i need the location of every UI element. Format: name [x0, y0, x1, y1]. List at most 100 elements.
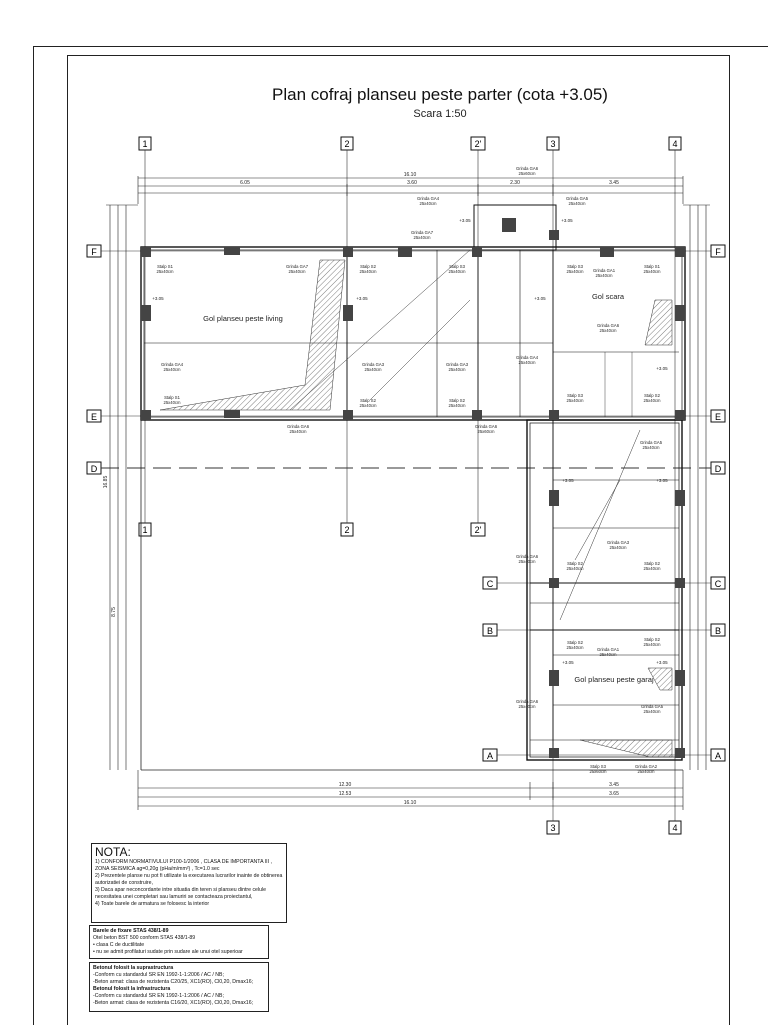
tag: Grinda GA3	[446, 362, 469, 367]
tag: 25x40cm	[414, 235, 432, 240]
concrete-heading: Betonul folosit la suprastructura	[93, 965, 174, 971]
tag: 25x60cm	[478, 429, 496, 434]
tag: Grinda GA5	[566, 196, 589, 201]
column	[224, 247, 240, 255]
column	[600, 247, 614, 257]
tag: 25x40cm	[567, 645, 585, 650]
axis-markers-mid: 1 2 2'	[138, 522, 486, 537]
dim-left-lower: 8.75	[111, 607, 117, 617]
column	[549, 670, 559, 686]
axis-label: 1	[142, 525, 147, 535]
tag: 25x40cm	[596, 273, 614, 278]
axis-label: F	[91, 247, 97, 257]
tag: Stalp S2	[449, 398, 466, 403]
axis-label: 2	[344, 525, 349, 535]
column	[398, 247, 412, 257]
tag: Grinda GA3	[362, 362, 385, 367]
tag: Stalp S1	[164, 395, 181, 400]
axis-markers-bottom: 3 4	[546, 820, 682, 835]
column	[472, 410, 482, 420]
dim-bottom: 12.53	[339, 791, 352, 797]
nota-box: NOTA: 1) CONFORM NORMATIVULUI P100-1/200…	[91, 843, 287, 923]
tag: 25x40cm	[157, 269, 175, 274]
steel-heading: Barele de fixare STAS 438/1-89	[93, 928, 169, 934]
concrete-line: -Beton armat: clasa de rezistenta C20/25…	[93, 979, 254, 985]
dim-left-total: 16.85	[103, 476, 109, 489]
tag: Stalp S3	[567, 393, 584, 398]
columns	[141, 218, 685, 758]
elevation: +3.05	[656, 366, 668, 371]
column	[675, 410, 685, 420]
nota-line: 4) Toate barele de armatura se folosesc …	[95, 901, 210, 907]
tag: Stalp S3	[567, 264, 584, 269]
tag: 25x40cm	[519, 360, 537, 365]
tag: 25x40cm	[644, 709, 662, 714]
dim-span: 2.30	[510, 180, 520, 186]
tag: Grinda GA3	[607, 540, 630, 545]
tag: 25x40cm	[289, 269, 307, 274]
tag: 25x40cm	[449, 403, 467, 408]
tag: 25x40cm	[164, 367, 182, 372]
tag: Grinda GA1	[597, 647, 620, 652]
tag: Grinda GA6	[516, 699, 539, 704]
tag: Grinda GA6	[516, 166, 539, 171]
axis-label: 2	[344, 139, 349, 149]
tag: Grinda GA5	[641, 704, 664, 709]
axis-label: B	[715, 626, 721, 636]
dim-span: 3.60	[407, 180, 417, 186]
axis-label: C	[715, 579, 722, 589]
axis-markers-inner: C B A	[482, 576, 498, 762]
column	[549, 230, 559, 240]
tag: 25x40cm	[644, 642, 662, 647]
elevation: +3.05	[656, 660, 668, 665]
tag: Grinda GA7	[286, 264, 309, 269]
column	[141, 247, 151, 257]
axis-markers-left: F E D	[86, 244, 102, 475]
column	[549, 490, 559, 506]
column	[675, 247, 685, 257]
concrete-line: -Conform cu standardul SR EN 1992-1-1:20…	[93, 993, 224, 999]
tag: Stalp S1	[644, 264, 661, 269]
lower-slab-boundary	[140, 420, 683, 771]
tag: Stalp S2	[644, 561, 661, 566]
tag: Stalp S3	[590, 764, 607, 769]
axis-label: D	[715, 464, 722, 474]
tag: 25x40cm	[644, 398, 662, 403]
dim-span: 3.45	[609, 180, 619, 186]
concrete-heading: Betonul folosit la infrastructura	[93, 986, 171, 992]
axis-label: F	[715, 247, 721, 257]
axis-label: 4	[672, 823, 677, 833]
tag: 25x40cm	[519, 704, 537, 709]
axis-label: A	[715, 751, 721, 761]
column	[141, 410, 151, 420]
axis-label: E	[91, 412, 97, 422]
tag: Stalp S2	[567, 640, 584, 645]
dim-span: 6.05	[240, 180, 250, 186]
concrete-box: Betonul folosit la suprastructura -Confo…	[89, 962, 269, 1012]
nota-line: ZONA SEISMICA ag=0,20g (pHa/m/mm²) , Tc=…	[95, 866, 220, 872]
column	[675, 748, 685, 758]
drawing-frame	[67, 55, 730, 1025]
axis-label: C	[487, 579, 494, 589]
axis-label: D	[91, 464, 98, 474]
tag: 25x40cm	[644, 269, 662, 274]
concrete-line: -Conform cu standardul SR EN 1992-1-1:20…	[93, 972, 224, 978]
tag: Grinda GA4	[417, 196, 440, 201]
axis-label: 4	[672, 139, 677, 149]
axis-markers-top: 1 2 2' 3 4	[138, 136, 682, 151]
axis-label: 1	[142, 139, 147, 149]
dimension-lines-bottom	[137, 770, 684, 810]
tag: 25x40cm	[644, 566, 662, 571]
column	[675, 578, 685, 588]
tag: 25x40cm	[365, 367, 383, 372]
tag: 25x40cm	[569, 201, 587, 206]
tag: Stalp S2	[644, 637, 661, 642]
elevation: +3.05	[459, 218, 471, 223]
tag: 25x40cm	[519, 559, 537, 564]
axis-label: E	[715, 412, 721, 422]
column	[141, 305, 151, 321]
nota-line: 1) CONFORM NORMATIVULUI P100-1/2006 , CL…	[95, 859, 272, 865]
elevation: +3.05	[562, 660, 574, 665]
tag: 25x40cm	[360, 269, 378, 274]
dim-bottom-right: 3.65	[609, 791, 619, 797]
